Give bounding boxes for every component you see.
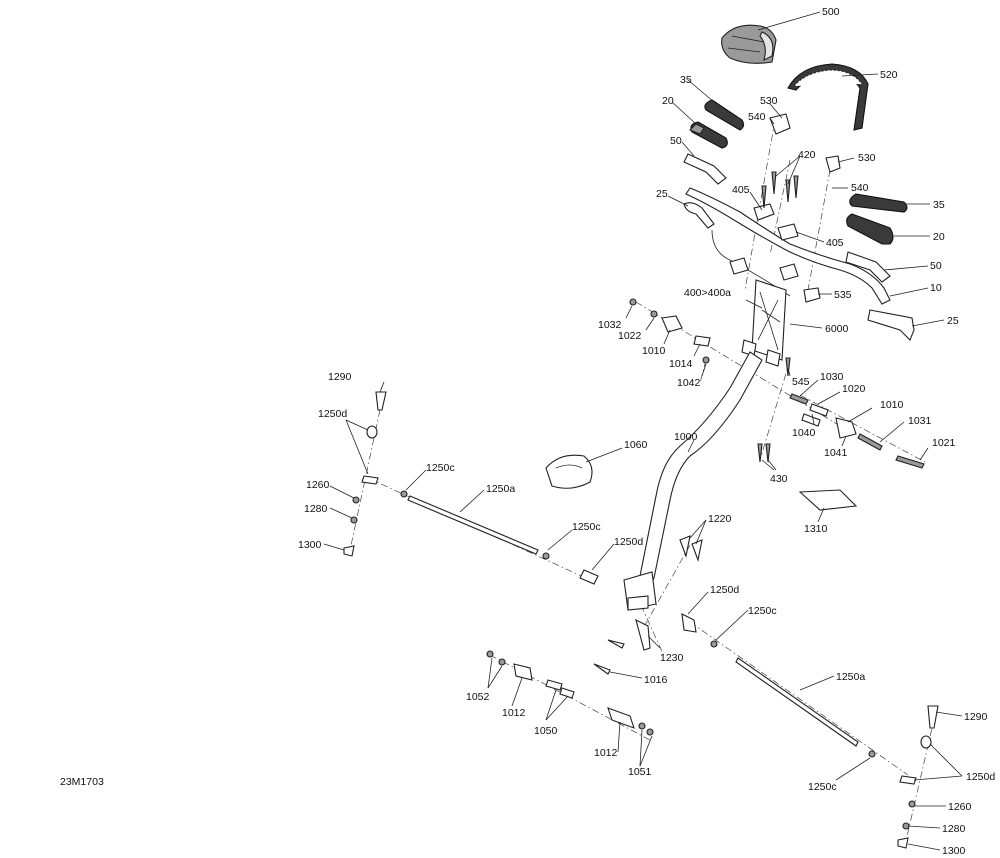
callout-20: 20 (662, 95, 674, 107)
callout-1250d-mid: 1250d (614, 536, 643, 548)
callout-35-right: 35 (933, 199, 945, 211)
leader-lines (323, 11, 963, 851)
callout-1060: 1060 (624, 439, 648, 451)
callout-1250c-lower: 1250c (748, 605, 777, 617)
rod-1250a-right (681, 613, 876, 758)
callout-1250a: 1250a (486, 483, 515, 495)
callout-500: 500 (822, 6, 840, 18)
grip-end-50-right (845, 251, 891, 283)
linkage-right-lower (897, 705, 939, 849)
clamp-405 (729, 203, 799, 281)
callout-1230: 1230 (660, 652, 684, 664)
callout-1030: 1030 (820, 371, 844, 383)
callout-1051: 1051 (628, 766, 652, 778)
callout-1250d-lower: 1250d (710, 584, 739, 596)
callout-1012: 1012 (502, 707, 526, 719)
riser-bracket-400 (741, 279, 787, 367)
callout-1290: 1290 (328, 371, 352, 383)
callout-1290-right: 1290 (964, 711, 988, 723)
callout-25-right: 25 (947, 315, 959, 327)
throttle-lever-25-right (867, 309, 915, 341)
cover-1060 (545, 454, 593, 489)
callout-1300-right: 1300 (942, 845, 966, 857)
callout-1250a-right: 1250a (836, 671, 865, 683)
callout-1250c-right: 1250c (808, 781, 837, 793)
heated-grip-20-right (846, 213, 894, 245)
callout-1050: 1050 (534, 725, 558, 737)
callout-1250c-mid: 1250c (572, 521, 601, 533)
callout-1000: 1000 (674, 431, 698, 443)
grip-35-left (704, 99, 745, 131)
callout-1250d: 1250d (318, 408, 347, 420)
callout-530-right: 530 (858, 152, 876, 164)
callout-10: 10 (930, 282, 942, 294)
callout-1031: 1031 (908, 415, 932, 427)
callout-1012-right: 1012 (594, 747, 618, 759)
callout-1041: 1041 (824, 447, 848, 459)
callout-1052: 1052 (466, 691, 490, 703)
callout-520: 520 (880, 69, 898, 81)
plate-1310 (798, 489, 858, 511)
heated-grip-20-left (689, 121, 728, 149)
callout-6000: 6000 (825, 323, 849, 335)
callout-530: 530 (760, 95, 778, 107)
handlebar-pad-500 (721, 24, 777, 64)
clip-535 (803, 287, 821, 303)
callout-1040: 1040 (792, 427, 816, 439)
callout-1220: 1220 (708, 513, 732, 525)
callout-1021: 1021 (932, 437, 956, 449)
bolts-420 (761, 171, 799, 209)
callout-400-400a: 400>400a (684, 287, 731, 299)
callout-545: 545 (792, 376, 810, 388)
parts (343, 24, 939, 849)
callout-1260: 1260 (306, 479, 330, 491)
callout-50-right: 50 (930, 260, 942, 272)
callout-405-right: 405 (826, 237, 844, 249)
callout-1022: 1022 (618, 330, 642, 342)
callout-labels: 500 520 35 20 530 540 50 420 530 540 405… (298, 6, 995, 857)
grip-35-right (849, 193, 908, 213)
callout-405: 405 (732, 184, 750, 196)
callout-50: 50 (670, 135, 682, 147)
handlebar-10 (685, 187, 891, 305)
callout-1014: 1014 (669, 358, 693, 370)
callout-35: 35 (680, 74, 692, 86)
callout-1250c: 1250c (426, 462, 455, 474)
callout-1020: 1020 (842, 383, 866, 395)
callout-535: 535 (834, 289, 852, 301)
bolts-1220 (593, 535, 703, 675)
callout-540-right: 540 (851, 182, 869, 194)
linkage-left-upper (343, 391, 387, 557)
callout-25: 25 (656, 188, 668, 200)
callout-20-right: 20 (933, 231, 945, 243)
callout-1042: 1042 (677, 377, 701, 389)
callout-1280-right: 1280 (942, 823, 966, 835)
clamp-530-top (769, 113, 841, 173)
pivot-parts-left (629, 298, 711, 364)
steering-column-1000 (623, 351, 763, 611)
callout-1250d-right: 1250d (966, 771, 995, 783)
callout-540: 540 (748, 111, 766, 123)
callout-1032: 1032 (598, 319, 622, 331)
callout-1010: 1010 (642, 345, 666, 357)
drawing-number: 23M1703 (60, 776, 104, 788)
callout-420: 420 (798, 149, 816, 161)
rod-1250a-left (400, 490, 599, 585)
grip-end-50-left (683, 153, 727, 185)
callout-1016: 1016 (644, 674, 668, 686)
callout-1300: 1300 (298, 539, 322, 551)
callout-1310: 1310 (804, 523, 828, 535)
linkage-lower-left (486, 650, 654, 736)
pivot-parts-right (757, 357, 925, 469)
callout-1280: 1280 (304, 503, 328, 515)
bar-pad-520 (787, 63, 869, 131)
callout-430: 430 (770, 473, 788, 485)
callout-1010-right: 1010 (880, 399, 904, 411)
callout-1260-right: 1260 (948, 801, 972, 813)
